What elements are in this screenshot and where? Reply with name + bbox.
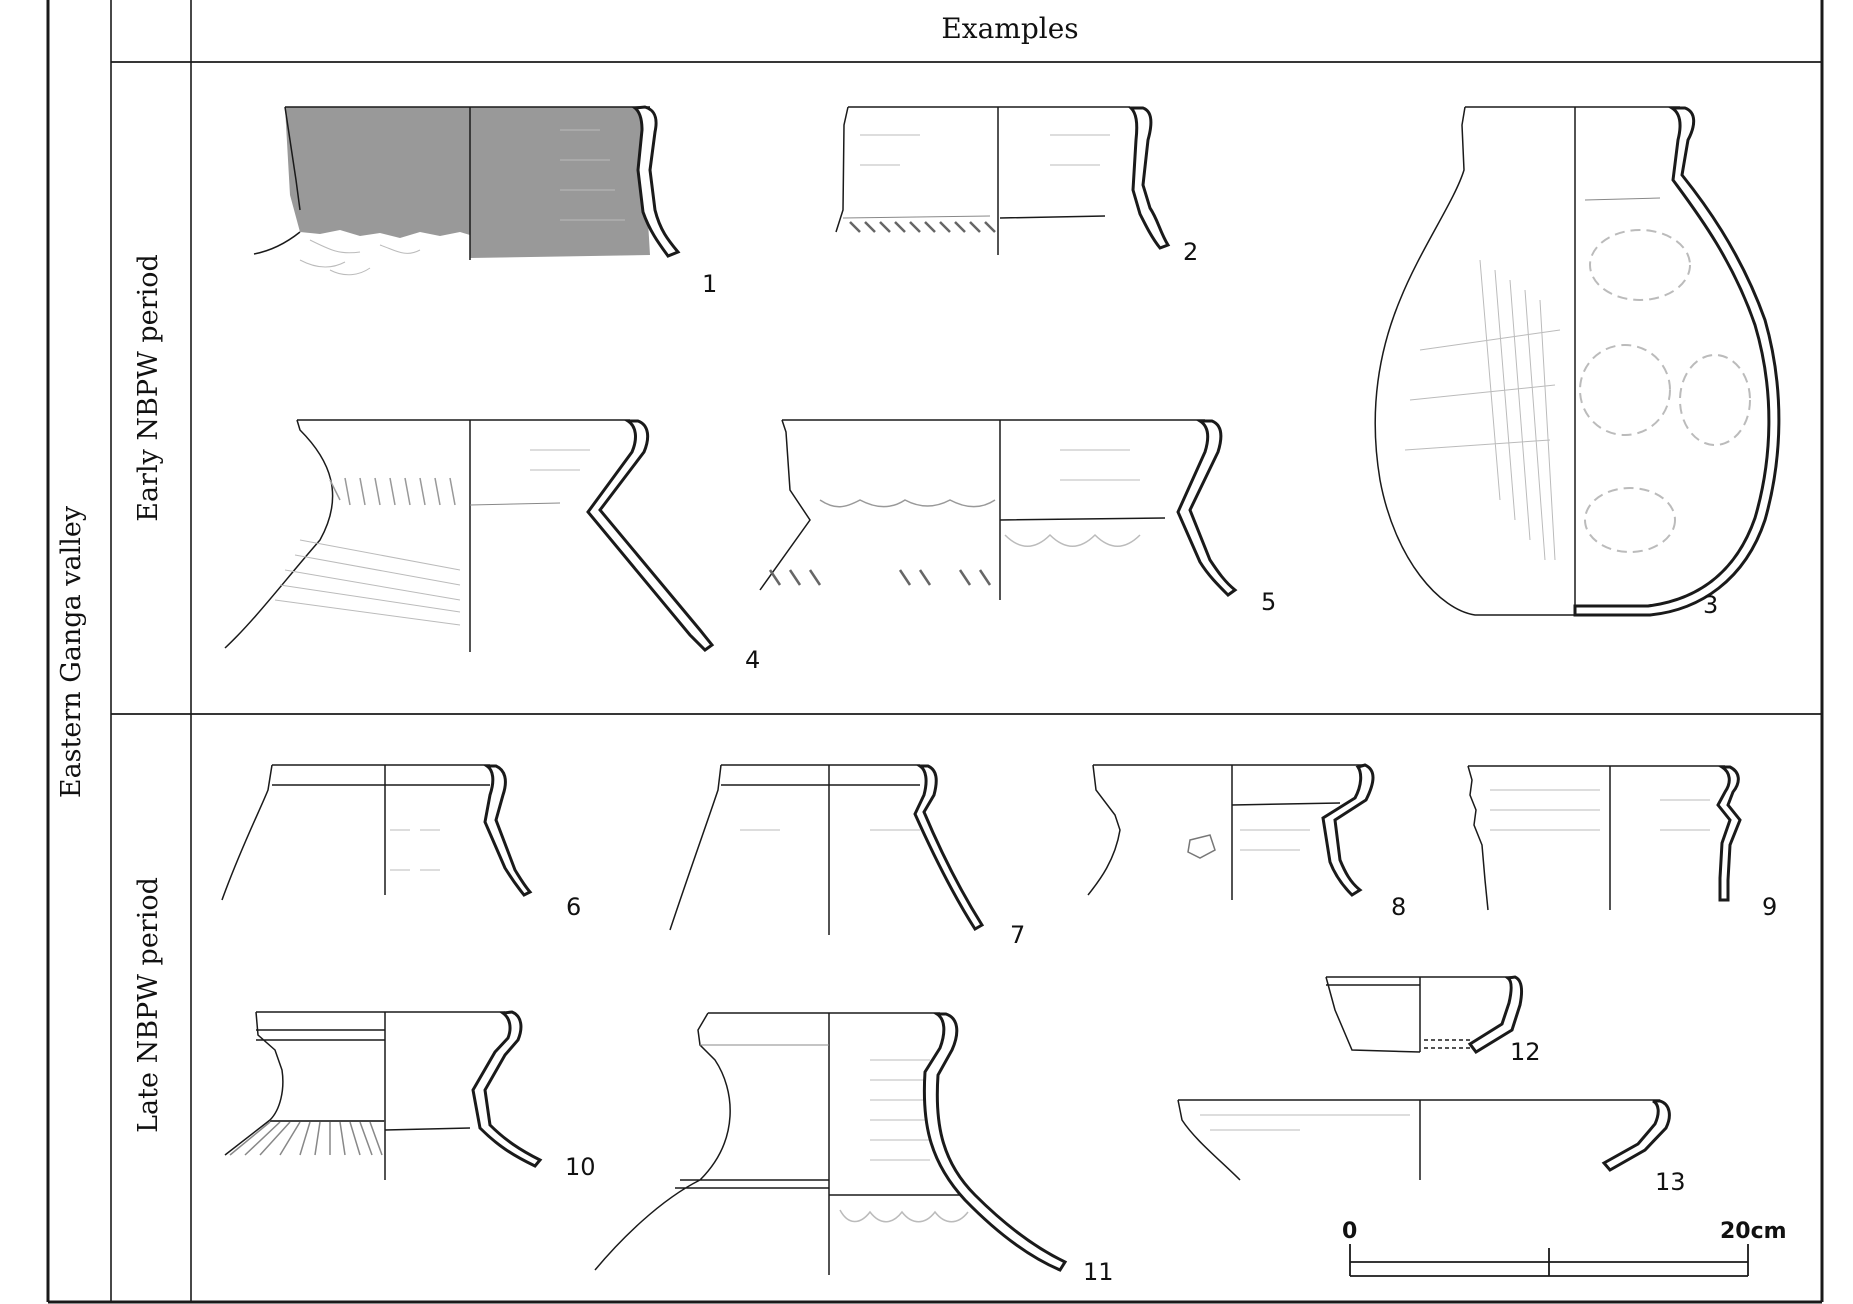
vessel-2: 2 [835, 106, 1198, 266]
header-examples: Examples [941, 12, 1078, 45]
row-label-early: Early NBPW period [133, 254, 164, 522]
vessel-10: 10 [224, 1010, 596, 1181]
vessel-7: 7 [669, 764, 1025, 949]
vessel-number: 10 [565, 1153, 596, 1181]
vessel-number: 3 [1703, 591, 1718, 619]
vessel-1: 1 [253, 105, 717, 298]
table-grid [46, 0, 1824, 1304]
vessel-number: 4 [745, 646, 760, 674]
vessel-number: 5 [1261, 588, 1276, 616]
scale-label-end: 20cm [1720, 1219, 1787, 1244]
scale-label-start: 0 [1342, 1219, 1357, 1244]
vessel-4: 4 [224, 419, 760, 674]
vessel-number: 13 [1655, 1168, 1686, 1196]
vessel-number: 9 [1762, 893, 1777, 921]
vessel-6: 6 [221, 764, 581, 921]
vessel-number: 8 [1391, 893, 1406, 921]
vessel-13: 13 [1177, 1099, 1686, 1196]
vessel-11: 11 [594, 1012, 1114, 1286]
scale-bar [1349, 1244, 1749, 1277]
row-label-region: Eastern Ganga valley [56, 505, 87, 798]
vessel-5: 5 [759, 419, 1276, 616]
vessel-number: 12 [1510, 1038, 1541, 1066]
vessel-8: 8 [1087, 763, 1406, 921]
vessel-number: 11 [1083, 1258, 1114, 1286]
vessel-number: 2 [1183, 238, 1198, 266]
vessel-number: 1 [702, 270, 717, 298]
row-label-late: Late NBPW period [133, 877, 164, 1133]
vessel-12: 12 [1325, 975, 1541, 1066]
vessel-3: 3 [1374, 106, 1781, 619]
vessel-number: 7 [1010, 921, 1025, 949]
vessel-9: 9 [1467, 765, 1777, 921]
vessel-number: 6 [566, 893, 581, 921]
